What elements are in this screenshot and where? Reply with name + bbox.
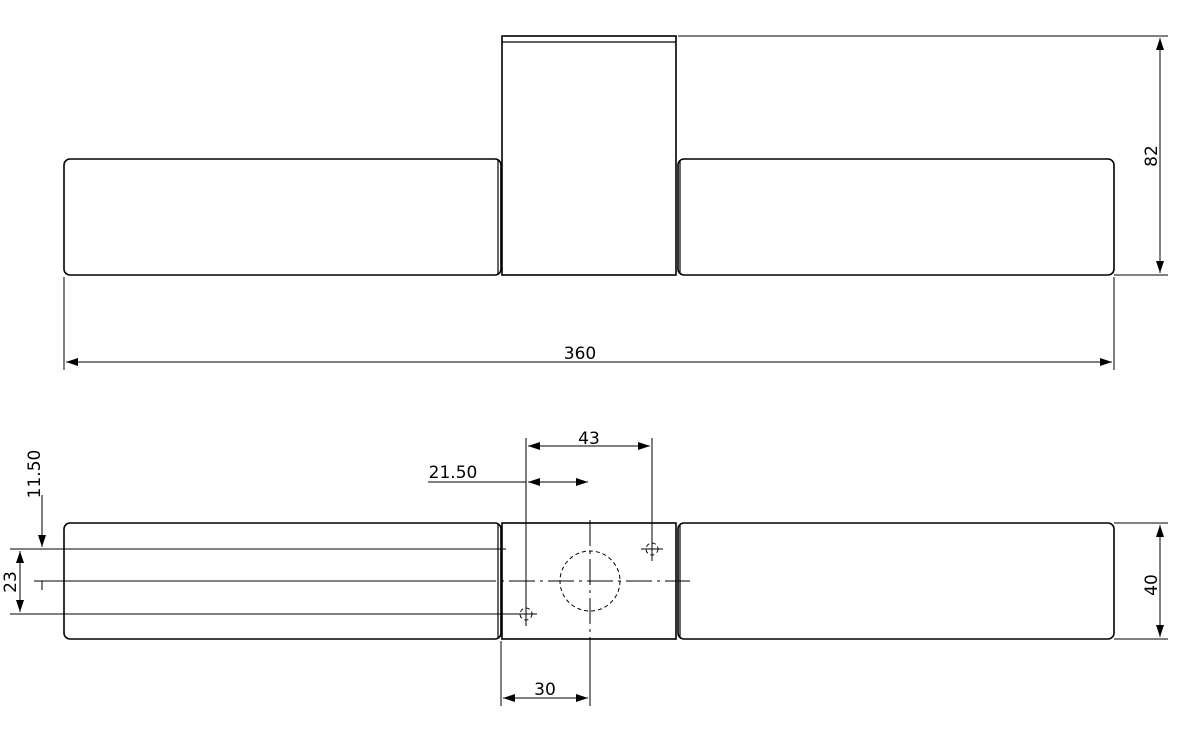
dim-label-hole-spacing-y: 23 — [1, 571, 21, 593]
dim-label-width: 40 — [1142, 574, 1162, 596]
front-view: 82 360 — [63, 35, 1168, 370]
dim-label-hole-offset-x: 21.50 — [429, 463, 478, 483]
dim-overall-length: 360 — [63, 277, 1115, 370]
dim-label-overall-length: 360 — [564, 344, 596, 364]
front-center-block — [501, 35, 677, 276]
dim-hole-spacing-x: 43 — [525, 429, 653, 608]
dim-hole-offset-y: 11.50 — [25, 450, 506, 590]
front-right-arm — [677, 158, 1115, 276]
dim-label-hole-spacing-x: 43 — [578, 429, 600, 449]
front-left-arm — [63, 158, 502, 276]
dim-overall-height: 82 — [678, 35, 1168, 276]
dim-label-overall-height: 82 — [1142, 145, 1162, 167]
dim-hole-offset-x: 21.50 — [428, 463, 588, 486]
dim-hole-spacing-y: 23 — [1, 548, 516, 615]
dim-width: 40 — [1114, 522, 1168, 640]
dim-center-offset-x: 30 — [500, 641, 591, 706]
dim-label-hole-offset-y: 11.50 — [25, 450, 45, 499]
dim-label-center-offset-x: 30 — [534, 680, 556, 700]
top-right-arm — [677, 522, 1115, 640]
center-bore-hidden — [559, 550, 621, 612]
top-view: 43 21.50 30 11.50 23 — [1, 429, 1168, 706]
